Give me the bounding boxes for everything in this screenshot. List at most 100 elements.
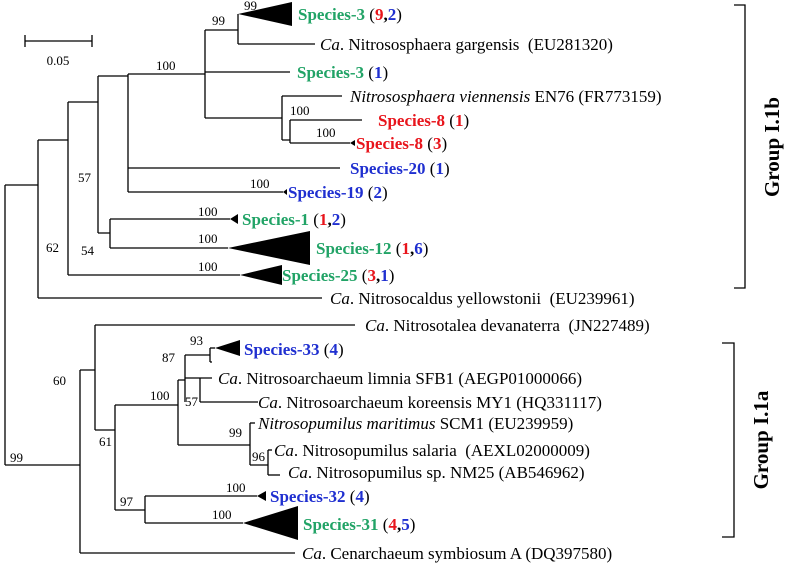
branch-n9 — [98, 219, 111, 248]
branch-i1b-clade — [5, 140, 39, 298]
branch-n13 — [178, 355, 186, 402]
bootstrap-value: 100 — [290, 103, 310, 118]
scale-bar: 0.05 — [24, 35, 93, 68]
leaf-label-part: ( — [426, 159, 436, 178]
branch-n22 — [80, 325, 96, 430]
leaf-label-part: ) — [364, 487, 370, 506]
group-label-i1a: Group I.1a — [749, 390, 773, 489]
bootstrap-value: 97 — [120, 494, 134, 509]
leaf-label-part: Nitrosopumilus maritimus — [257, 414, 436, 433]
leaf-label-part: ( — [364, 63, 374, 82]
leaf-label-part: Ca — [258, 393, 278, 412]
leaf-label-part: 1 — [401, 239, 410, 258]
leaf-label-sp25: Species-25 (3,1) — [282, 266, 394, 285]
bootstrap-value: 100 — [316, 125, 336, 140]
leaf-label-part: ) — [382, 63, 388, 82]
group-i1a-bracket: Group I.1a — [722, 342, 773, 538]
bootstrap-value: 100 — [150, 388, 170, 403]
leaf-label-viennensis: Nitrososphaera viennensis EN76 (FR773159… — [349, 87, 662, 106]
leaf-label-part: Species-31 — [303, 515, 379, 534]
collapsed-clade-sp32 — [257, 491, 266, 501]
leaf-label-sp31: Species-31 (4,5) — [303, 515, 415, 534]
leaf-label-yellowstonii: Ca. Nitrosocaldus yellowstonii (EU239961… — [330, 289, 635, 308]
leaf-label-part: Species-20 — [350, 159, 426, 178]
group-bracket-line — [734, 4, 746, 289]
bootstrap-value: 62 — [46, 240, 59, 255]
branch-n4 — [98, 74, 129, 192]
group-bracket-line — [722, 342, 735, 538]
leaf-label-part: SCM1 (EU239959) — [435, 414, 573, 433]
bootstrap-value: 99 — [212, 13, 225, 28]
branch-limnia — [185, 361, 212, 402]
leaf-label-part: , — [397, 515, 401, 534]
bootstrap-value: 87 — [162, 350, 176, 365]
bootstrap-value: 54 — [81, 243, 95, 258]
leaf-label-part: 2 — [388, 5, 397, 24]
leaf-label-part: Species-33 — [244, 340, 320, 359]
branch-n10 — [38, 102, 69, 275]
leaf-label-part: 4 — [329, 340, 338, 359]
leaf-label-part: 9 — [375, 5, 384, 24]
leaf-label-part: ( — [309, 210, 319, 229]
bootstrap-value: 100 — [212, 507, 232, 522]
branch-n20 — [115, 496, 146, 523]
leaf-label-sp8b: Species-8 (3) — [356, 134, 447, 153]
branch-i1a-clade — [5, 370, 81, 553]
collapsed-clades — [215, 2, 355, 540]
bootstrap-value: 100 — [226, 480, 246, 495]
leaf-label-part: ) — [396, 5, 402, 24]
collapsed-clade-sp25 — [240, 265, 282, 285]
bootstrap-value: 61 — [99, 434, 112, 449]
leaf-label-koreensis: Ca. Nitrosoarchaeum koreensis MY1 (HQ331… — [258, 393, 602, 412]
leaf-label-sp3a: Species-3 (9,2) — [298, 5, 402, 24]
leaf-label-part: ( — [379, 515, 389, 534]
leaf-label-part: ) — [444, 159, 450, 178]
scale-bar-line — [24, 35, 93, 47]
leaf-label-part: Species-25 — [282, 266, 358, 285]
leaf-label-part: 1 — [435, 159, 444, 178]
leaf-label-part: 1 — [319, 210, 328, 229]
bootstrap-value: 100 — [156, 58, 176, 73]
branch-n16 — [178, 423, 251, 465]
leaf-label-part: 1 — [374, 63, 383, 82]
bootstrap-value: 57 — [185, 394, 199, 409]
leaf-label-part: 3 — [367, 266, 376, 285]
bootstrap-value: 93 — [190, 333, 203, 348]
bootstrap-value: 100 — [198, 231, 218, 246]
collapsed-clade-sp33 — [215, 340, 240, 356]
bootstrap-value: 100 — [198, 204, 218, 219]
leaf-label-part: Species-1 — [242, 210, 309, 229]
group-label-i1b: Group I.1b — [760, 97, 784, 197]
branch-sp8-clade — [282, 120, 291, 143]
bootstrap-value: 99 — [244, 0, 257, 13]
scale-bar-label: 0.05 — [47, 53, 70, 68]
leaf-label-part: ) — [410, 515, 416, 534]
leaf-label-limnia: Ca. Nitrosoarchaeum limnia SFB1 (AEGP010… — [218, 369, 582, 388]
leaf-label-part: ( — [423, 134, 433, 153]
branch-n3 — [205, 96, 283, 140]
leaf-label-nm25: Ca. Nitrosopumilus sp. NM25 (AB546962) — [288, 463, 585, 482]
leaf-label-part: ) — [441, 134, 447, 153]
bootstrap-value: 57 — [78, 170, 92, 185]
bootstrap-value: 96 — [252, 449, 266, 464]
leaf-label-part: 1 — [380, 266, 389, 285]
leaf-labels: Species-3 (9,2) Ca. Nitrososphaera garge… — [218, 5, 662, 563]
leaf-label-part: ( — [392, 239, 402, 258]
leaf-label-sp19: Species-19 (2) — [288, 183, 388, 202]
leaf-label-part: . Nitrosopumilus sp. NM25 (AB546962) — [308, 463, 585, 482]
leaf-label-part: ( — [364, 183, 374, 202]
leaf-label-sp1: Species-1 (1,2) — [242, 210, 346, 229]
branch-n1 — [205, 14, 239, 44]
leaf-label-devanaterra: Ca. Nitrosotalea devanaterra (JN227489) — [365, 316, 650, 335]
branch-n5 — [68, 76, 99, 233]
leaf-label-sp32: Species-32 (4) — [270, 487, 370, 506]
leaf-label-part: ) — [389, 266, 395, 285]
leaf-label-sp3b: Species-3 (1) — [297, 63, 388, 82]
leaf-label-part: Nitrososphaera viennensis — [349, 87, 531, 106]
leaf-label-part: Species-3 — [297, 63, 364, 82]
leaf-label-part: ( — [346, 487, 356, 506]
leaf-label-part: . Nitrosopumilus salaria (AEXL02000009) — [294, 441, 590, 460]
branch-n19 — [95, 405, 116, 510]
leaf-label-part: 4 — [355, 487, 364, 506]
